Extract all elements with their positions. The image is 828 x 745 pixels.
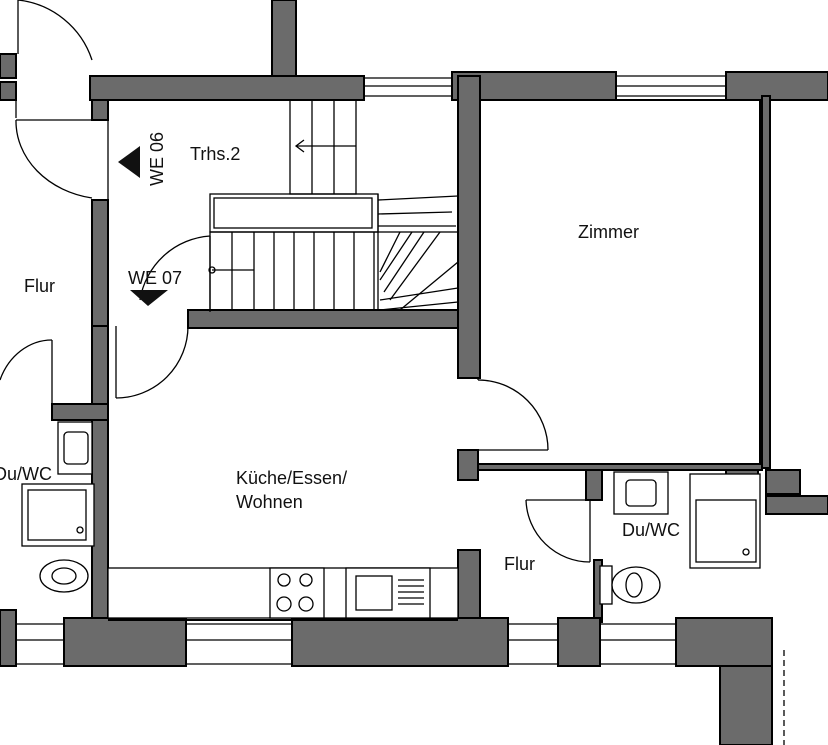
doors (0, 0, 591, 563)
windows (16, 75, 785, 745)
room-label-bath-right: Du/WC (622, 520, 680, 540)
room-label-stair-hall: Trhs.2 (190, 144, 240, 164)
unit-label-we07: WE 07 (128, 268, 182, 288)
labels: WE 06 Trhs.2 WE 07 Zimmer Flur Küche/Ess… (0, 132, 680, 574)
room-outlines (15, 99, 761, 621)
staircase (208, 99, 459, 311)
washbasin-icon (57, 421, 93, 475)
fixtures (21, 421, 761, 619)
toilet-icon (599, 565, 613, 605)
toilet-icon (39, 559, 89, 593)
unit-label-we06: WE 06 (147, 132, 167, 186)
room-label-living-1: Küche/Essen/ (236, 468, 347, 488)
entrance-marker-icon (118, 146, 140, 178)
entrance-marker-icon (130, 290, 168, 306)
room-label-flur-left: Flur (24, 276, 55, 296)
hob-icon (269, 567, 325, 619)
shower-icon (21, 483, 95, 547)
room-label-bath-left: Du/WC (0, 464, 52, 484)
room-label-flur-bottom: Flur (504, 554, 535, 574)
room-label-zimmer: Zimmer (578, 222, 639, 242)
unit-markers (118, 146, 168, 306)
washbasin-icon (613, 471, 669, 515)
room-label-living-2: Wohnen (236, 492, 303, 512)
shower-icon (689, 473, 761, 569)
